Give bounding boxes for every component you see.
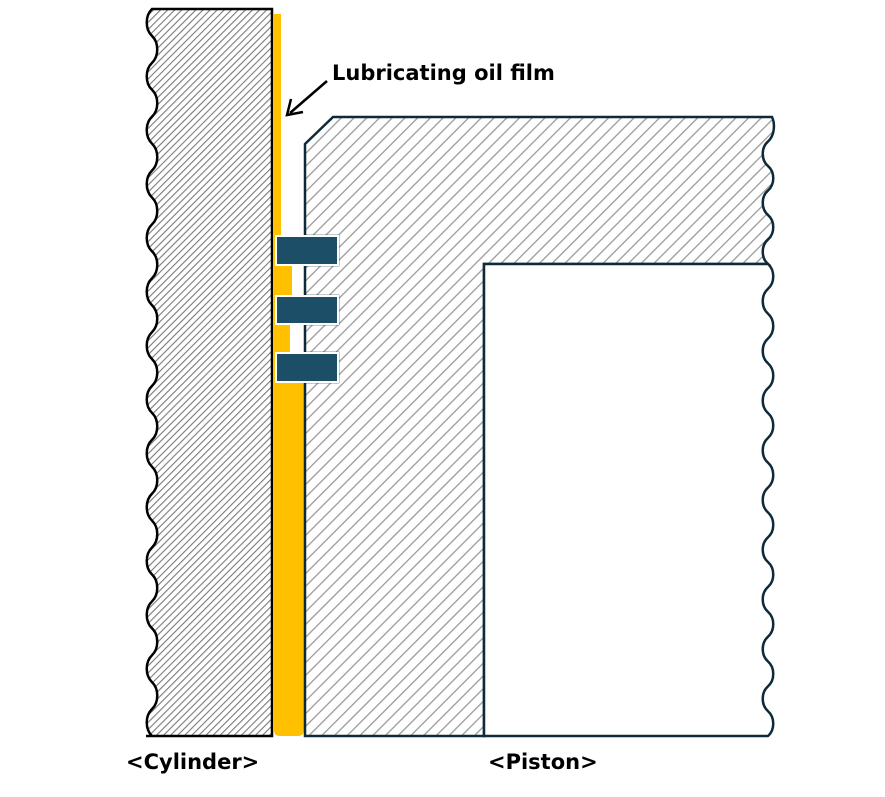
piston-label: <Piston> [488, 750, 598, 774]
piston-rings [275, 235, 339, 383]
oil-film-leader-arrow [285, 80, 328, 117]
piston-ring-bottom [275, 352, 339, 383]
piston-ring-top [275, 235, 339, 266]
lubricating-oil-film [274, 14, 304, 736]
piston-ring-middle [275, 295, 339, 325]
cylinder-label: <Cylinder> [126, 750, 259, 774]
cylinder-wall [145, 7, 274, 738]
oil-film-label: Lubricating oil film [332, 61, 555, 85]
piston-inner-cavity [482, 262, 775, 738]
